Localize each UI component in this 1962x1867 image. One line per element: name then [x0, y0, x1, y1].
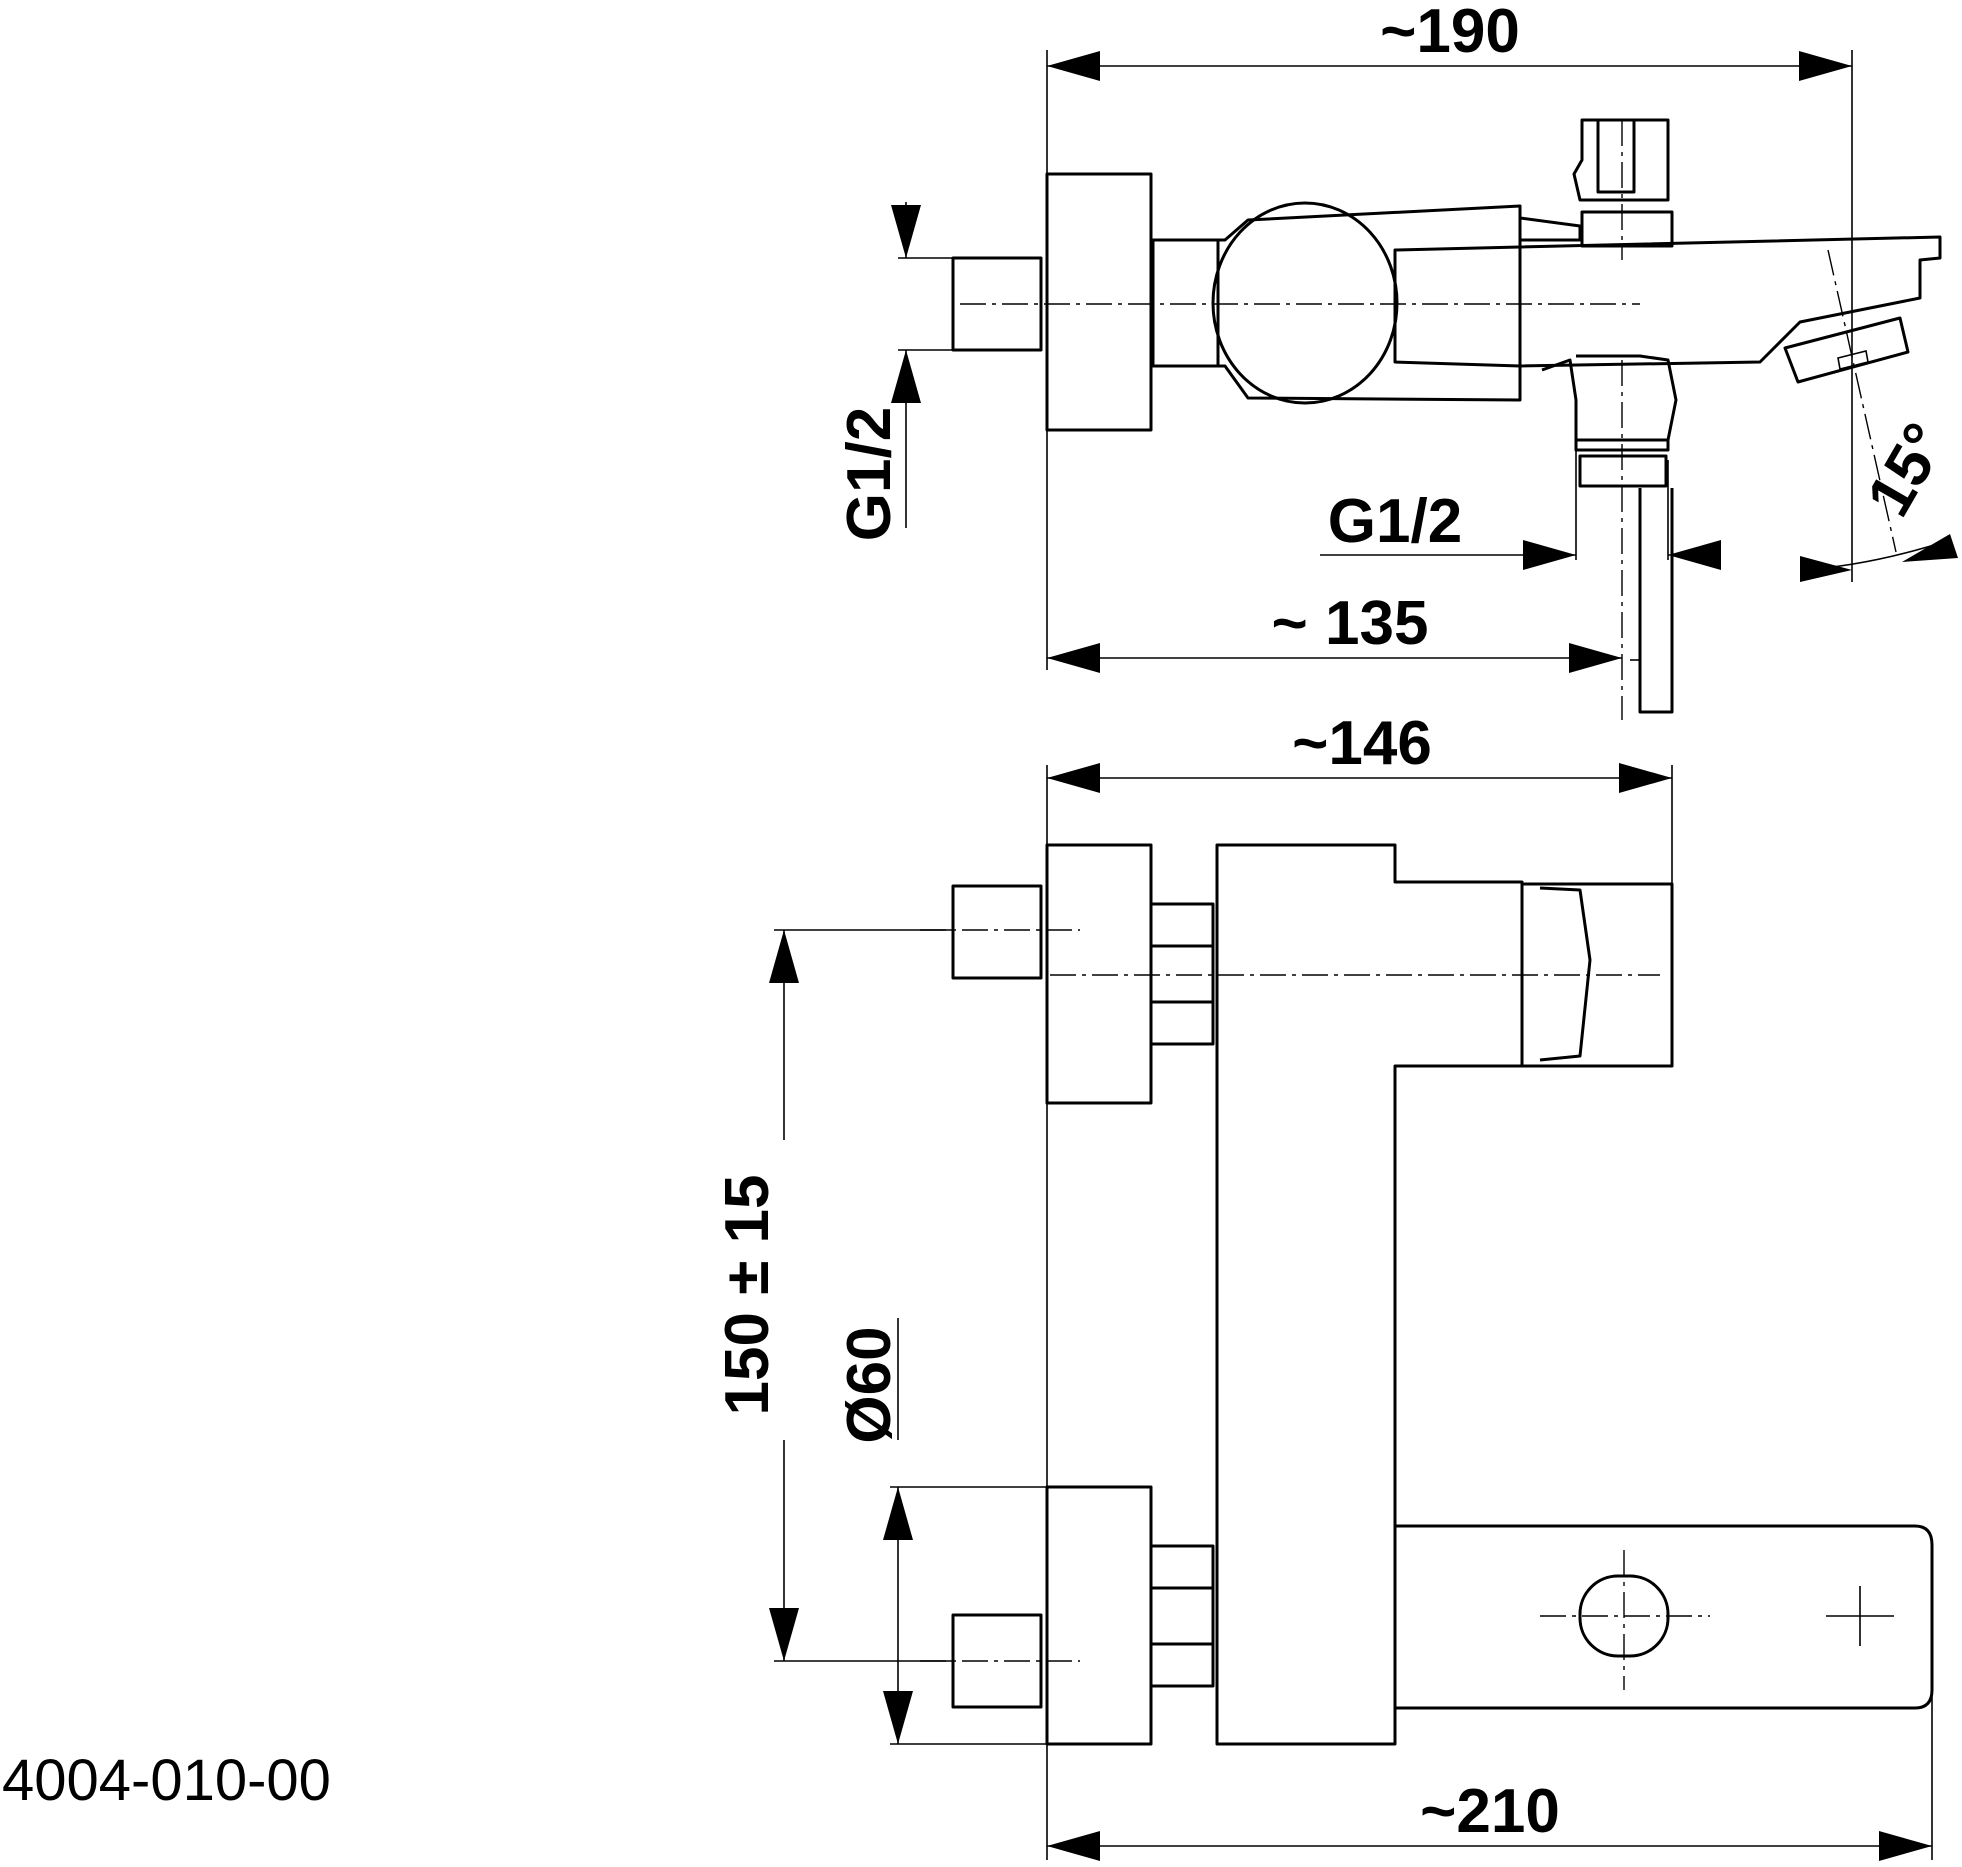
- dim-spout-angle: 15°: [1854, 412, 1961, 528]
- dim-flange-diameter: Ø60: [835, 1326, 904, 1443]
- side-spout: [1393, 235, 1942, 368]
- front-view: ~146 150 ± 15 Ø60 ~210: [713, 709, 1934, 1861]
- front-upper-flange: [1045, 843, 1153, 1105]
- side-diverter-knob: [1572, 118, 1670, 202]
- side-stem: [1151, 238, 1220, 368]
- front-lower-flange: [1045, 1485, 1153, 1746]
- dim-side-inlet-thread: G1/2: [835, 407, 904, 541]
- dim-side-outlet-thread: G1/2: [1328, 487, 1462, 556]
- dim-front-width-total: ~210: [1420, 1777, 1560, 1846]
- dim-centre-distance: 150 ± 15: [713, 1175, 782, 1416]
- front-main-body: [1215, 843, 1524, 1746]
- side-hose-outlet: [1638, 488, 1674, 714]
- front-upper-nipple: [951, 884, 1043, 980]
- dim-side-width: ~190: [1380, 0, 1520, 66]
- side-body-rear: [1218, 204, 1522, 402]
- part-number: 4004-010-00: [2, 1748, 331, 1813]
- front-spout: [1395, 1524, 1934, 1710]
- side-inlet-nipple: [951, 256, 1043, 352]
- side-aerator: [1783, 316, 1910, 384]
- dim-side-to-outlet: ~ 135: [1272, 589, 1429, 658]
- side-outlet-body: [1541, 354, 1678, 442]
- side-wall-flange: [1045, 172, 1153, 432]
- side-view: ~190 G1/2 G1/2 ~ 135 15°: [835, 0, 1961, 720]
- dim-front-width-top: ~146: [1292, 709, 1432, 778]
- front-diverter: [1520, 882, 1674, 1068]
- side-mixer-ball: [1211, 201, 1399, 405]
